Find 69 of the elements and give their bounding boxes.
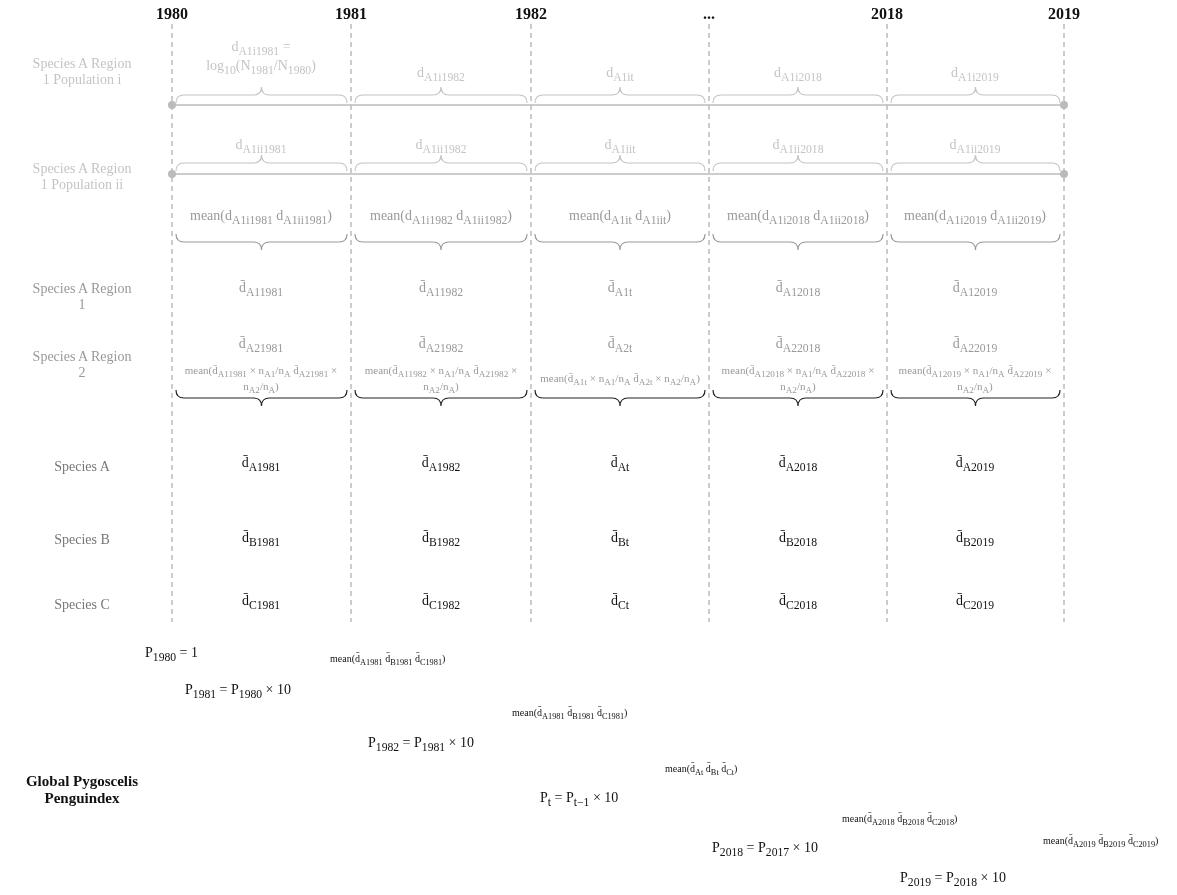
formula-text: mean(d̄$_{A12018}$ × n$_{A1}$/n$_{A}$ d̄$_{A22018}$ × n$_{A2}$/n$_{A}$)	[720, 364, 876, 396]
formula-text: d̄$_{A22018}$	[774, 336, 822, 356]
row-label: Species A Region 1 Population i	[32, 55, 132, 89]
equation-text: P$_{1982}$ = P$_{1981}$ × 10	[368, 735, 474, 755]
formula-text: d̄$_{B1981}$	[240, 530, 282, 550]
equation-text: P$_{2018}$ = P$_{2017}$ × 10	[712, 840, 818, 860]
exponent-text: mean(d̄$_{At}$ d̄$_{Bt}$ d̄$_{Ct}$)	[665, 762, 739, 778]
year-label: 2019	[1047, 4, 1081, 24]
formula-text: mean(d̄$_{A11982}$ × n$_{A1}$/n$_{A}$ d̄$_{A21982}$ × n$_{A2}$/n$_{A}$)	[363, 364, 519, 396]
year-label: 1981	[334, 4, 368, 24]
row-label: Species A Region 1 Population ii	[32, 160, 132, 194]
formula-text: d̄$_{Ct}$	[610, 593, 630, 613]
formula-text: mean(d̄$_{A1t}$ × n$_{A1}$/n$_{A}$ d̄$_{A2t}$ × n$_{A2}$/n$_{A}$)	[539, 372, 701, 388]
equation-text: P$_{1981}$ = P$_{1980}$ × 10	[185, 682, 291, 702]
formula-text: mean(d̄$_{A11981}$ × n$_{A1}$/n$_{A}$ d̄$_{A21981}$ × n$_{A2}$/n$_{A}$)	[183, 364, 339, 396]
formula-text: d$_{A1iit}$	[603, 137, 637, 157]
exponent-text: mean(d̄$_{A2019}$ d̄$_{B2019}$ d̄$_{C2019}$)	[1043, 834, 1160, 850]
formula-text: d$_{A1i2019}$	[950, 65, 1000, 85]
formula-text: mean(d$_{A1i2019}$ d$_{A1ii2019}$)	[903, 208, 1047, 228]
row-label: Species A Region 2	[32, 348, 132, 382]
formula-text: d̄$_{A2019}$	[954, 455, 996, 475]
formula-text: mean(d̄$_{A12019}$ × n$_{A1}$/n$_{A}$ d̄$_{A22019}$ × n$_{A2}$/n$_{A}$)	[897, 364, 1053, 396]
formula-text: d̄$_{At}$	[609, 455, 631, 475]
formula-text: d̄$_{A22019}$	[951, 336, 999, 356]
formula-text: d$_{A1ii1981}$	[234, 137, 288, 157]
formula-text: mean(d$_{A1it}$ d$_{A1iit}$)	[568, 208, 672, 228]
row-label: Species B	[53, 531, 111, 549]
formula-text: mean(d$_{A1i1982}$ d$_{A1ii1982}$)	[369, 208, 513, 228]
formula-text: d$_{A1i1982}$	[416, 65, 466, 85]
formula-text: d̄$_{A11981}$	[237, 280, 285, 300]
formula-text: d̄$_{C2019}$	[954, 593, 996, 613]
formula-text: d̄$_{C1981}$	[240, 593, 282, 613]
formula-text: d̄$_{B1982}$	[420, 530, 462, 550]
year-label: 1982	[514, 4, 548, 24]
year-label: 1980	[155, 4, 189, 24]
equation-text: P$_{1980}$ = 1	[145, 645, 198, 665]
index-title: Global Pygoscelis Penguindex	[24, 772, 140, 808]
formula-text: d$_{A1ii2018}$	[771, 137, 825, 157]
year-label: ...	[702, 4, 716, 24]
formula-text: d̄$_{Bt}$	[610, 530, 630, 550]
formula-text: mean(d$_{A1i2018}$ d$_{A1ii2018}$)	[726, 208, 870, 228]
formula-text: d$_{A1it}$	[605, 65, 635, 85]
formula-text: d$_{A1i2018}$	[773, 65, 823, 85]
exponent-text: mean(d̄$_{A2018}$ d̄$_{B2018}$ d̄$_{C2018}$)	[842, 812, 959, 828]
exponent-text: mean(d̄$_{A1981}$ d̄$_{B1981}$ d̄$_{C1981}$)	[512, 706, 629, 722]
formula-text: d̄$_{C1982}$	[420, 593, 462, 613]
formula-text: d̄$_{A21982}$	[417, 336, 465, 356]
formula-text: d̄$_{A12018}$	[774, 280, 822, 300]
row-label: Species A Region 1	[32, 280, 132, 314]
formula-text: d̄$_{A1982}$	[420, 455, 462, 475]
formula-text: d$_{A1ii1982}$	[414, 137, 468, 157]
formula-text: d̄$_{A1t}$	[606, 280, 634, 300]
formula-text: d̄$_{A1981}$	[240, 455, 282, 475]
row-label: Species C	[53, 596, 111, 614]
formula-text: d̄$_{A12019}$	[951, 280, 999, 300]
formula-text: d̄$_{A2018}$	[777, 455, 819, 475]
formula-text: d̄$_{A11982}$	[417, 280, 465, 300]
formula-text: d̄$_{A21981}$	[237, 336, 285, 356]
formula-text: d̄$_{C2018}$	[777, 593, 819, 613]
row-label: Species A	[53, 458, 111, 476]
formula-text: mean(d$_{A1i1981}$ d$_{A1ii1981}$)	[189, 208, 333, 228]
formula-text: d̄$_{B2018}$	[777, 530, 819, 550]
equation-text: P$_{2019}$ = P$_{2018}$ × 10	[900, 870, 1006, 890]
formula-text: d̄$_{A2t}$	[606, 336, 634, 356]
exponent-text: mean(d̄$_{A1981}$ d̄$_{B1981}$ d̄$_{C1981}$)	[330, 652, 447, 668]
equation-text: P$_{t}$ = P$_{t−1}$ × 10	[540, 790, 619, 810]
formula-text: d̄$_{B2019}$	[954, 530, 996, 550]
formula-text: d$_{A1ii2019}$	[948, 137, 1002, 157]
year-label: 2018	[870, 4, 904, 24]
